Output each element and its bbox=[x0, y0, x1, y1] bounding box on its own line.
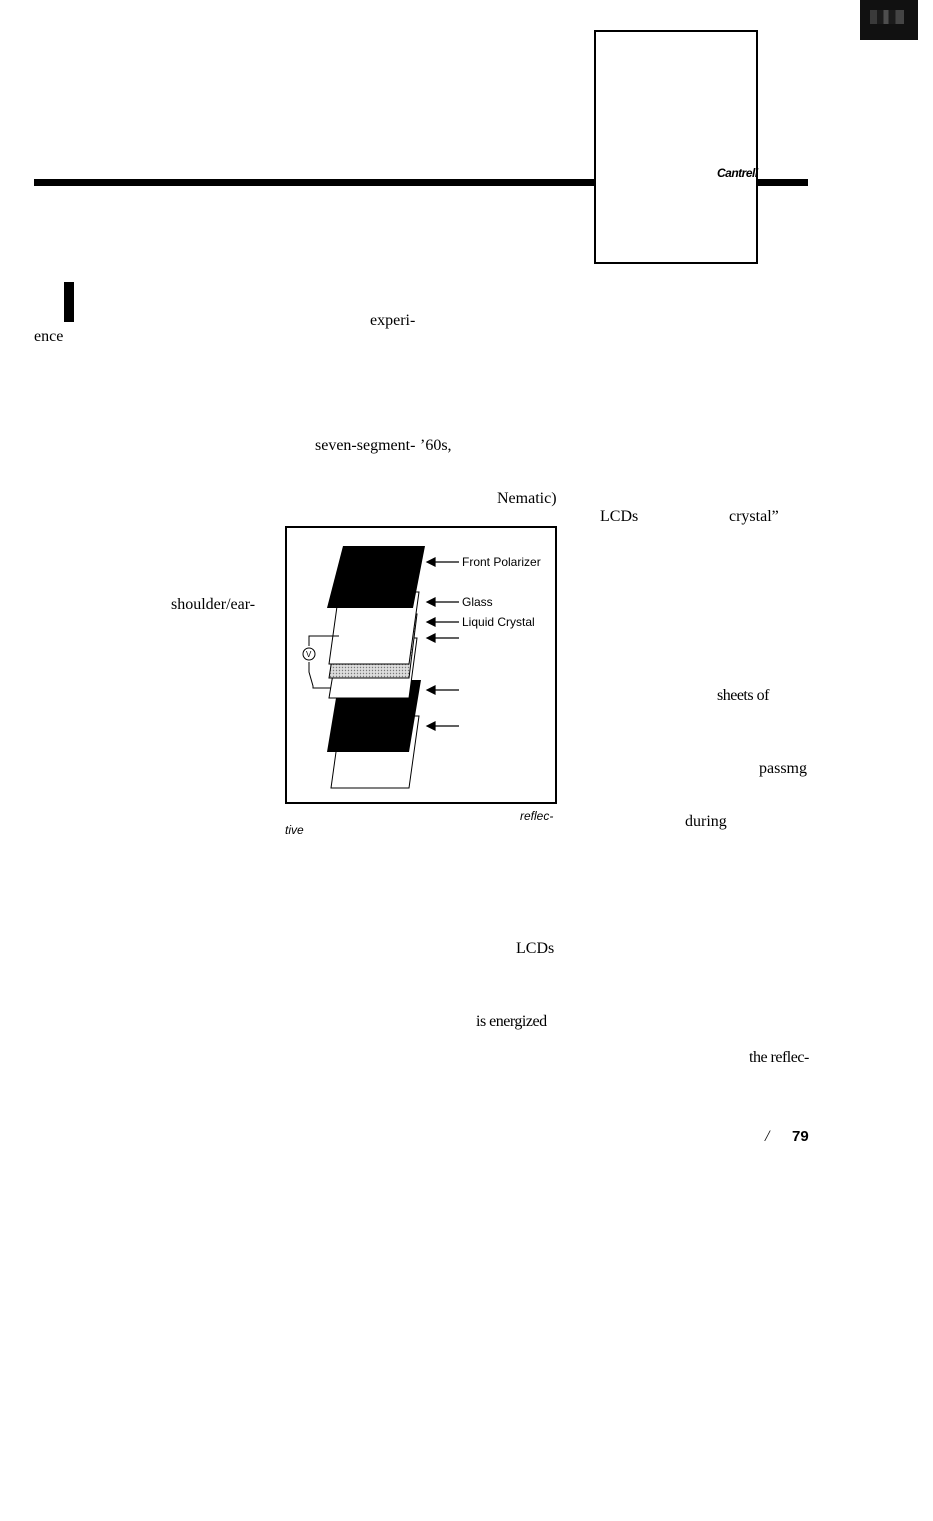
text-crystal: crystal” bbox=[729, 508, 779, 525]
lcd-layer-figure: V Front Polarizer Glass Liquid Crystal bbox=[285, 526, 557, 804]
text-is-energized: is energized bbox=[476, 1013, 547, 1030]
text-nematic: Nematic) bbox=[497, 490, 557, 507]
voltage-circuit bbox=[302, 635, 339, 689]
label-glass: Glass bbox=[462, 595, 493, 609]
label-arrows bbox=[425, 557, 459, 731]
header-rule-left bbox=[34, 179, 596, 186]
text-the-reflec: the reflec- bbox=[749, 1049, 809, 1066]
text-sixties: ’60s, bbox=[420, 437, 452, 454]
page-mark: / bbox=[765, 1128, 770, 1145]
drop-cap bbox=[64, 282, 74, 322]
caption-tive: tive bbox=[285, 823, 304, 837]
label-front-polarizer: Front Polarizer bbox=[462, 555, 541, 569]
front-glass-layer bbox=[328, 591, 420, 665]
header-rule-right bbox=[756, 179, 808, 186]
text-shoulder-ear: shoulder/ear- bbox=[171, 596, 256, 613]
corner-thumbnail-texture bbox=[870, 10, 904, 24]
text-lcds-1: LCDs bbox=[600, 508, 639, 525]
author-box bbox=[594, 30, 758, 264]
corner-thumbnail bbox=[860, 0, 918, 40]
label-liquid-crystal: Liquid Crystal bbox=[462, 615, 535, 629]
front-polarizer-layer bbox=[327, 546, 425, 608]
text-during: during bbox=[685, 813, 727, 830]
text-ence: ence bbox=[34, 328, 64, 345]
page-number: 79 bbox=[792, 1128, 809, 1145]
text-passing: passmg bbox=[759, 760, 807, 777]
author-name: Cantrell bbox=[717, 166, 758, 180]
text-sheets-of: sheets of bbox=[717, 687, 769, 704]
caption-reflec: reflec- bbox=[520, 809, 554, 823]
lcd-layer-diagram: V bbox=[302, 546, 459, 789]
text-seven-segment: seven-segment- bbox=[315, 437, 416, 454]
text-experi: experi- bbox=[370, 312, 416, 329]
voltage-symbol: V bbox=[306, 650, 312, 659]
text-lcds-2: LCDs bbox=[516, 940, 555, 957]
